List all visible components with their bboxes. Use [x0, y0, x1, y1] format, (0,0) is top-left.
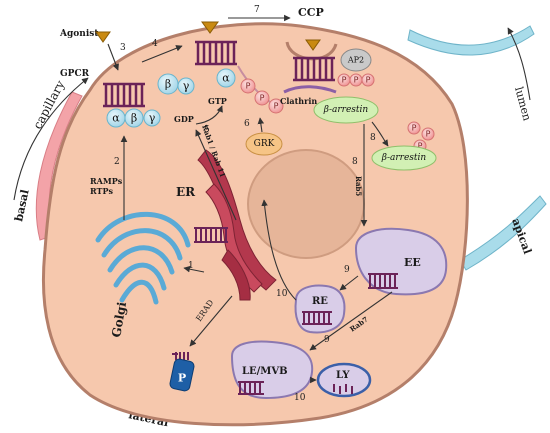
gpcr-label: GPCR — [60, 69, 90, 79]
step-2-label: 2 — [114, 157, 120, 167]
beta-arrestin-1-label: β-arrestin — [323, 105, 369, 115]
step-10a-label: 10 — [276, 289, 288, 299]
le-mvb-label: LE/MVB — [242, 366, 288, 377]
lumen-fiber-top — [407, 25, 535, 56]
step-1-arrow — [183, 265, 205, 273]
phospho-1 — [240, 78, 256, 94]
golgi-apparatus — [95, 211, 191, 305]
phospho-2 — [254, 90, 270, 106]
phospho-2-label: P — [260, 94, 265, 103]
beta-free: β — [165, 78, 171, 91]
rab5-label: Rab5 — [354, 176, 363, 196]
ee-label: EE — [404, 256, 421, 269]
gamma-free: γ — [183, 80, 190, 93]
alpha-basal: α — [112, 112, 120, 125]
ccp-phospho-3-label: P — [366, 76, 371, 85]
alpha-active: α — [222, 72, 230, 85]
ap2-label: AP2 — [347, 56, 364, 65]
step-6-arrow — [257, 117, 265, 133]
step-10a-arrow — [261, 199, 297, 301]
free-phospho-2-label: P — [426, 130, 431, 139]
free-phospho-1 — [407, 121, 421, 135]
beta-basal: β — [131, 112, 137, 125]
basal-gpcr — [103, 82, 145, 108]
gdp-label: GDP — [174, 114, 194, 124]
ccp-phospho-1-label: P — [342, 76, 347, 85]
re-label: RE — [312, 296, 328, 307]
phospho-3 — [268, 98, 284, 114]
step-4-arrow — [141, 45, 183, 63]
gamma-basal: γ — [149, 112, 156, 125]
golgi-label: Golgi — [109, 300, 129, 338]
er-label: ER — [176, 185, 196, 199]
step-4-label: 4 — [152, 39, 158, 49]
rab1-rab11-arrow — [195, 129, 237, 221]
grk-label: GRK — [254, 139, 275, 149]
ccp-label: CCP — [298, 6, 324, 19]
g-gamma-free — [177, 77, 195, 95]
step-9a-label: 9 — [344, 265, 350, 275]
step-3-label: 3 — [120, 43, 126, 53]
g-alpha-active — [216, 68, 236, 88]
ramps-label: RAMPs — [90, 176, 123, 186]
phospho-1-label: P — [246, 82, 251, 91]
erad-arrow — [189, 295, 233, 347]
proteasome: P — [169, 352, 195, 392]
nucleus — [247, 149, 365, 259]
beta-arrestin-2 — [371, 145, 437, 171]
ccp-phospho-2-label: P — [354, 76, 359, 85]
step-8a-arrow — [371, 121, 389, 147]
active-gpcr — [195, 40, 237, 66]
step-10b-label: 10 — [294, 393, 306, 403]
lumen-label: lumen — [512, 85, 534, 122]
ap2 — [340, 48, 372, 72]
ccp-phospho-3 — [361, 73, 375, 87]
step-5-arrow — [195, 105, 223, 125]
g-gamma-basal — [143, 109, 161, 127]
step-6-label: 6 — [244, 119, 250, 129]
step-9b-arrow — [309, 291, 393, 351]
recycling-endosome — [294, 284, 346, 334]
ly-label: LY — [336, 370, 350, 381]
g-beta-basal — [124, 108, 144, 128]
beta-arrestin-1 — [313, 96, 379, 124]
step-7-label: 7 — [254, 5, 260, 15]
rtps-label: RTPs — [90, 186, 113, 196]
er-receptor — [194, 227, 228, 243]
lumen-arrow — [507, 27, 531, 101]
proteasome-p: P — [178, 372, 186, 385]
step-8b-label: 8 — [352, 157, 358, 167]
grk — [245, 132, 283, 156]
agonist-icon-3 — [305, 39, 321, 51]
endoplasmic-reticulum — [197, 149, 277, 301]
clathrin-lattice — [283, 85, 337, 94]
free-phospho-3-label: P — [418, 142, 423, 151]
ccp-gpcr — [293, 56, 335, 82]
phospho-3-label: P — [274, 102, 279, 111]
free-phospho-1-label: P — [412, 124, 417, 133]
lumen-fiber-right — [459, 195, 547, 271]
step-3-arrow — [107, 43, 119, 71]
agonist-label: Agonist — [59, 29, 99, 39]
step-1-label: 1 — [188, 261, 194, 271]
lysosome — [316, 362, 372, 398]
gtp-label: GTP — [208, 96, 227, 106]
step-9b-label: 9 — [324, 335, 330, 345]
clathrin-label: Clathrin — [280, 96, 317, 106]
agonist-icon-2 — [201, 21, 219, 34]
beta-arrestin-2-label: β-arrestin — [381, 153, 427, 163]
ly-fragments — [333, 384, 353, 394]
step-5-label: 5 — [204, 125, 210, 135]
agonist-icon — [95, 31, 111, 43]
ee-receptor — [368, 273, 398, 289]
re-receptor — [302, 311, 332, 325]
free-phospho-2 — [421, 127, 435, 141]
le-receptor — [238, 381, 264, 395]
step-9a-arrow — [339, 275, 359, 291]
step-8a-label: 8 — [370, 133, 376, 143]
capillary-arrow — [13, 77, 89, 201]
